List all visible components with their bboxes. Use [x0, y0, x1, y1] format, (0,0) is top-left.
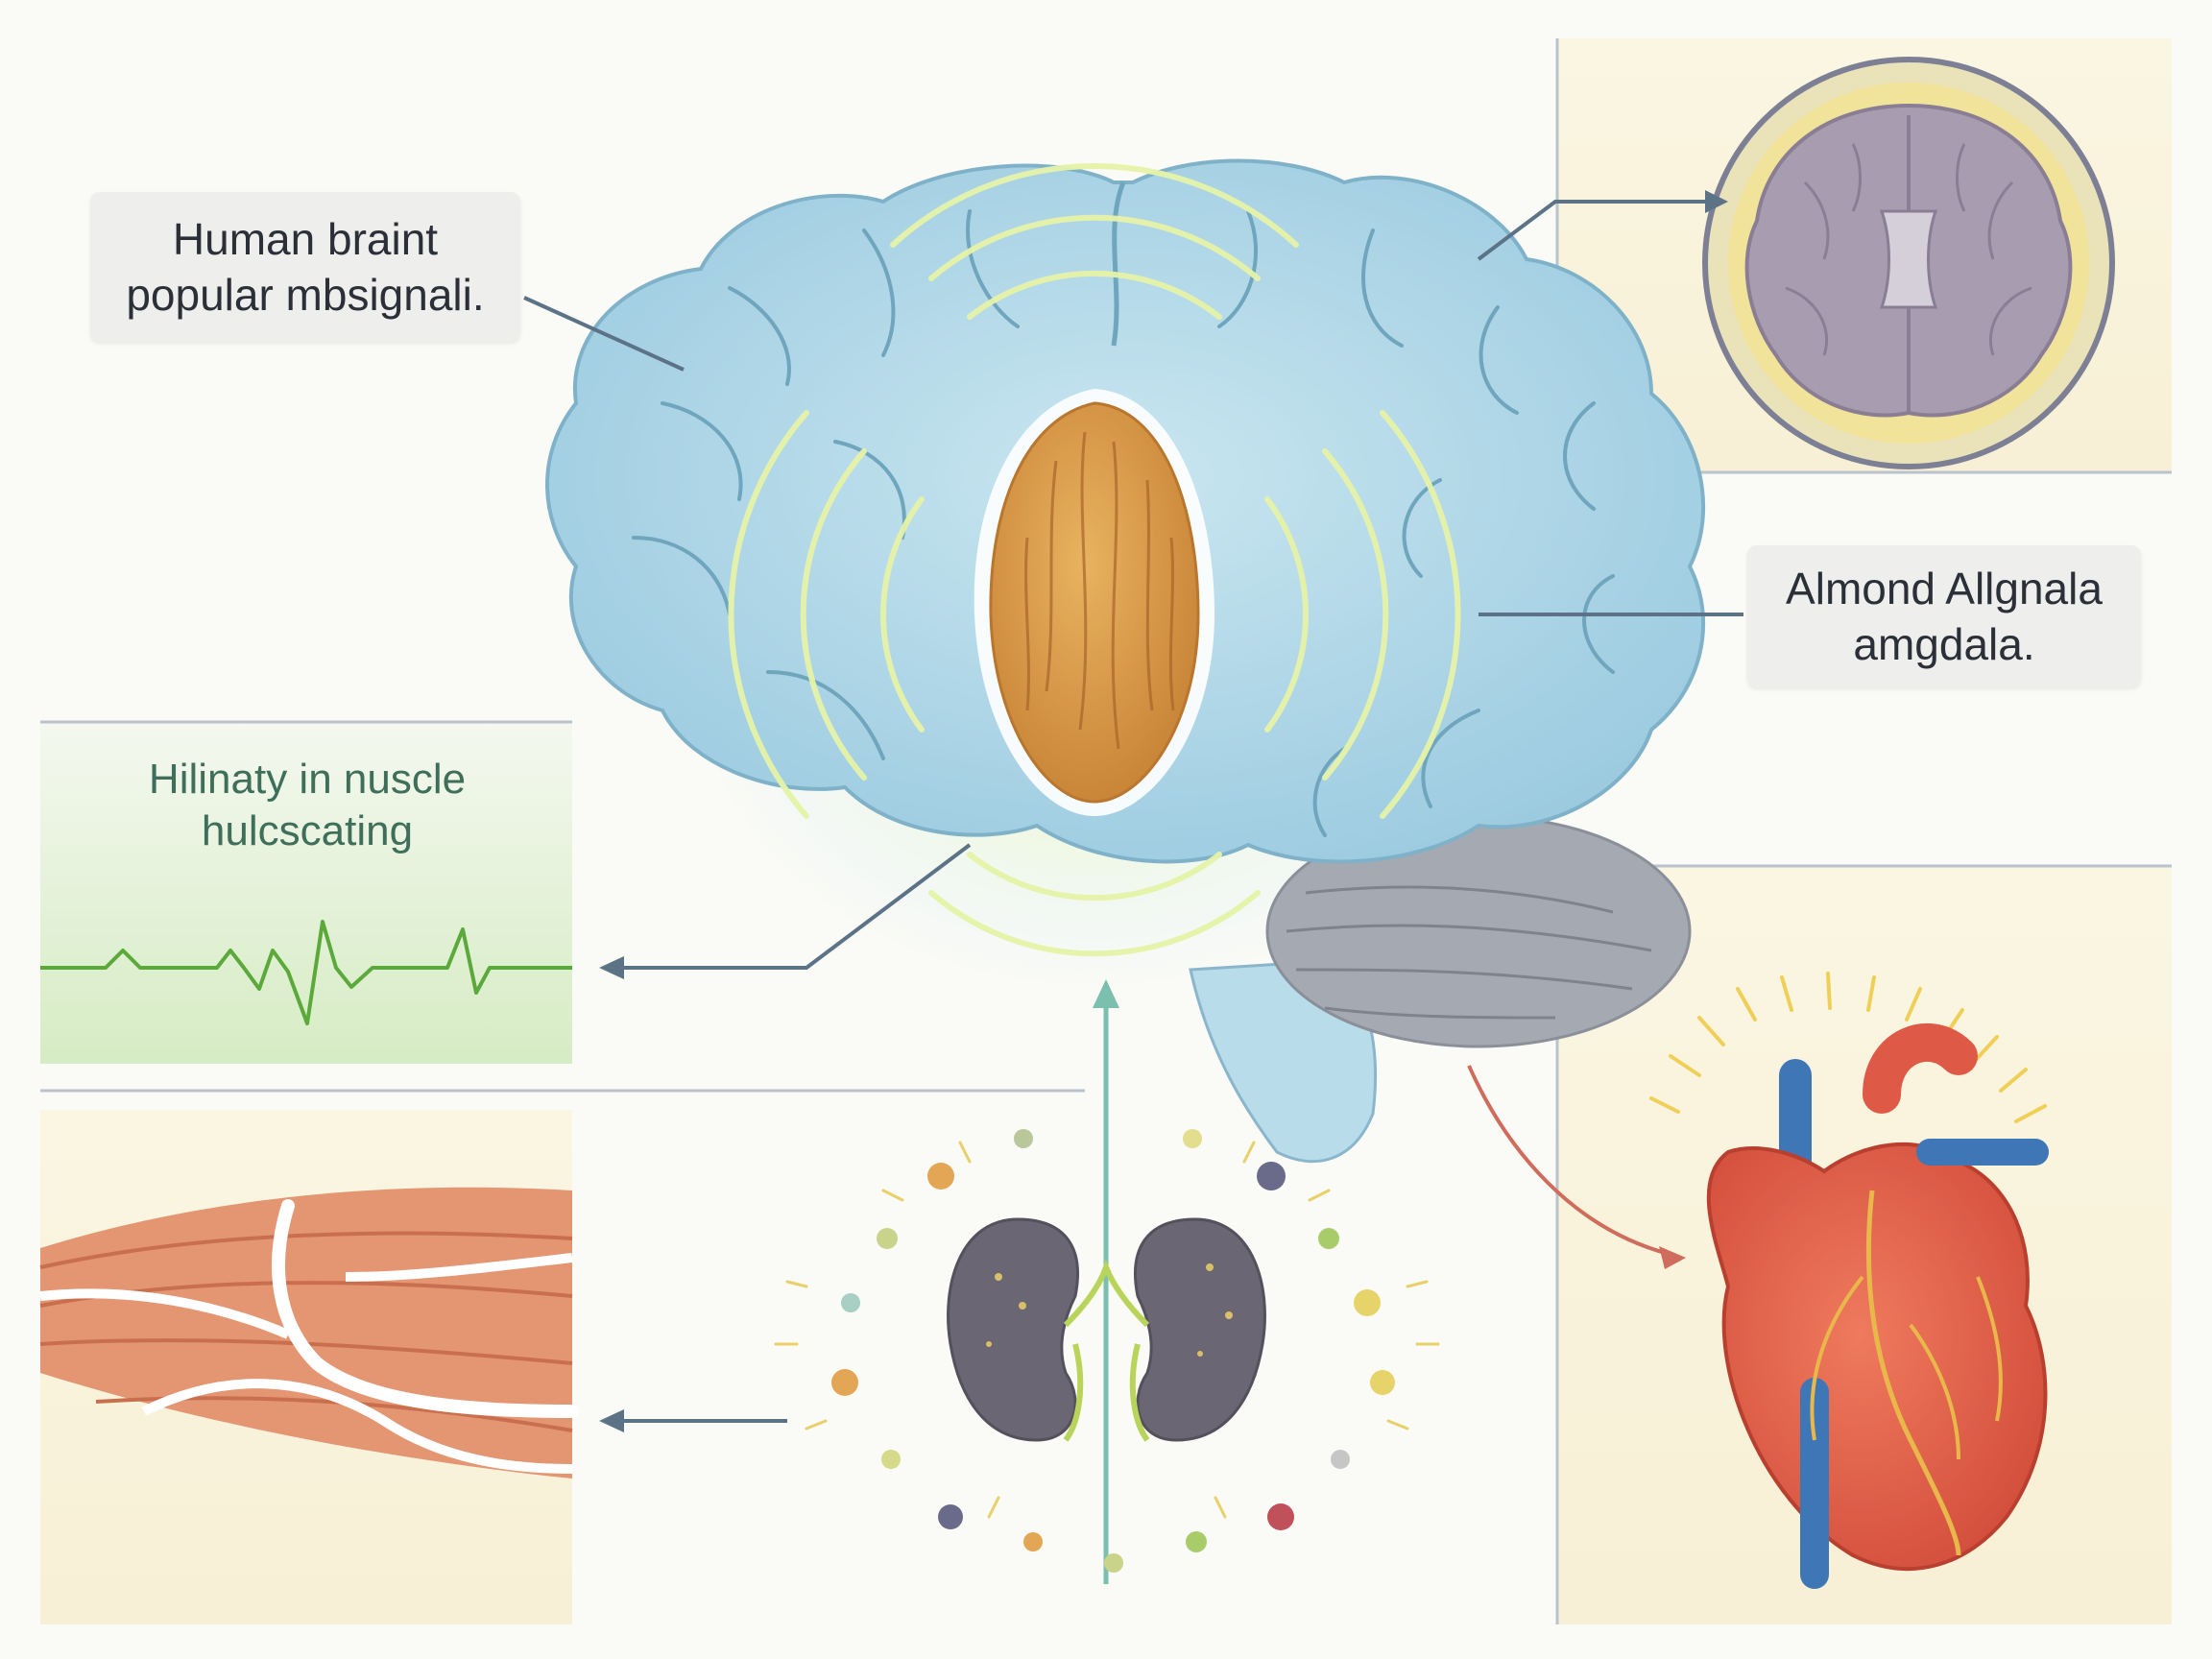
brain-label: Human braint popular mbsignali.: [90, 192, 520, 342]
kidney-icon: [947, 1217, 1266, 1442]
amygdala-label-line1: Almond Allgnala: [1786, 564, 2103, 613]
brain-to-heart-arrow: [1467, 1065, 1670, 1256]
ecg-wave-icon: [40, 920, 572, 1025]
particle-rays: [774, 1141, 1440, 1519]
muscle-signal-label: Hilinaty in nuscle hulcscating: [67, 754, 547, 857]
brain-label-line2: popular mbsignali.: [126, 270, 485, 320]
cerebellum: [1265, 814, 1692, 1048]
ecg-panel: [40, 722, 572, 1064]
arrowheads: [599, 190, 1728, 1432]
amygdala-label-line2: amgdala.: [1853, 619, 2035, 669]
connector-lines: [523, 200, 1743, 1423]
hormone-particles: [831, 1129, 1395, 1573]
amygdala-label: Almond Allgnala amgdala.: [1747, 545, 2141, 687]
almond-amygdala-icon: [974, 389, 1214, 816]
brain-cross-section-icon: [1702, 57, 2115, 469]
muscle-signal-label-line2: hulcscating: [201, 807, 414, 854]
muscle-signal-label-line1: Hilinaty in nuscle: [148, 756, 467, 803]
brain-label-line1: Human braint: [172, 214, 439, 264]
signal-arcs: [728, 163, 1461, 957]
brain-gyri: [632, 209, 1615, 837]
muscle-icon: [39, 1187, 579, 1479]
heart-icon: [1649, 972, 2049, 1589]
